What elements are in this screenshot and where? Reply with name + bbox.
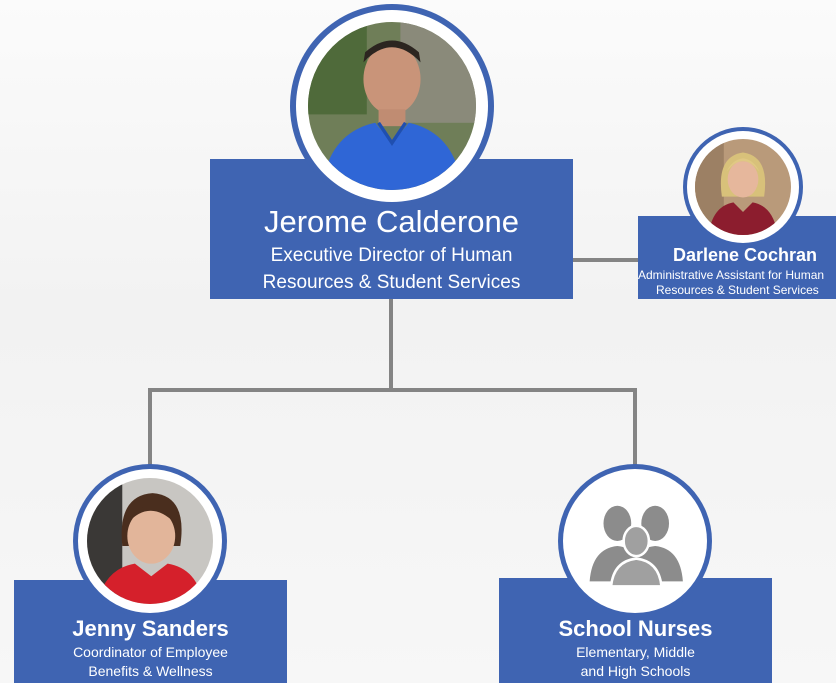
card-title-line2: Resources & Student Services bbox=[262, 272, 521, 293]
avatar-photo bbox=[87, 478, 213, 604]
avatar-jenny-sanders bbox=[73, 464, 227, 618]
connector-top-down bbox=[389, 298, 393, 392]
avatar-darlene-cochran bbox=[683, 127, 803, 247]
card-name: School Nurses bbox=[558, 616, 713, 641]
card-title-line1: Coordinator of Employee bbox=[73, 644, 228, 660]
org-card-jenny-sanders: Jenny Sanders Coordinator of Employee Be… bbox=[14, 580, 287, 683]
avatar-photo bbox=[308, 22, 476, 190]
card-title-line1: Executive Director of Human bbox=[270, 245, 513, 266]
card-name: Jenny Sanders bbox=[72, 616, 229, 641]
card-title-line2: Benefits & Wellness bbox=[88, 663, 213, 679]
card-name: Darlene Cochran bbox=[672, 245, 818, 265]
connector-right-down bbox=[633, 388, 637, 470]
avatar-photo bbox=[695, 139, 791, 235]
card-title-line1: Administrative Assistant for Human bbox=[638, 268, 825, 282]
avatar-jerome-calderone bbox=[290, 4, 494, 208]
card-name: Jerome Calderone bbox=[263, 204, 520, 239]
card-title-line2: Resources & Student Services bbox=[656, 283, 819, 297]
card-title-line2: and High Schools bbox=[580, 663, 691, 679]
card-title-line1: Elementary, Middle bbox=[576, 644, 695, 660]
connector-horizontal bbox=[148, 388, 637, 392]
group-silhouette-icon bbox=[572, 478, 698, 604]
avatar-school-nurses bbox=[558, 464, 712, 618]
connector-top-to-assistant bbox=[572, 258, 638, 262]
connector-left-down bbox=[148, 388, 152, 470]
